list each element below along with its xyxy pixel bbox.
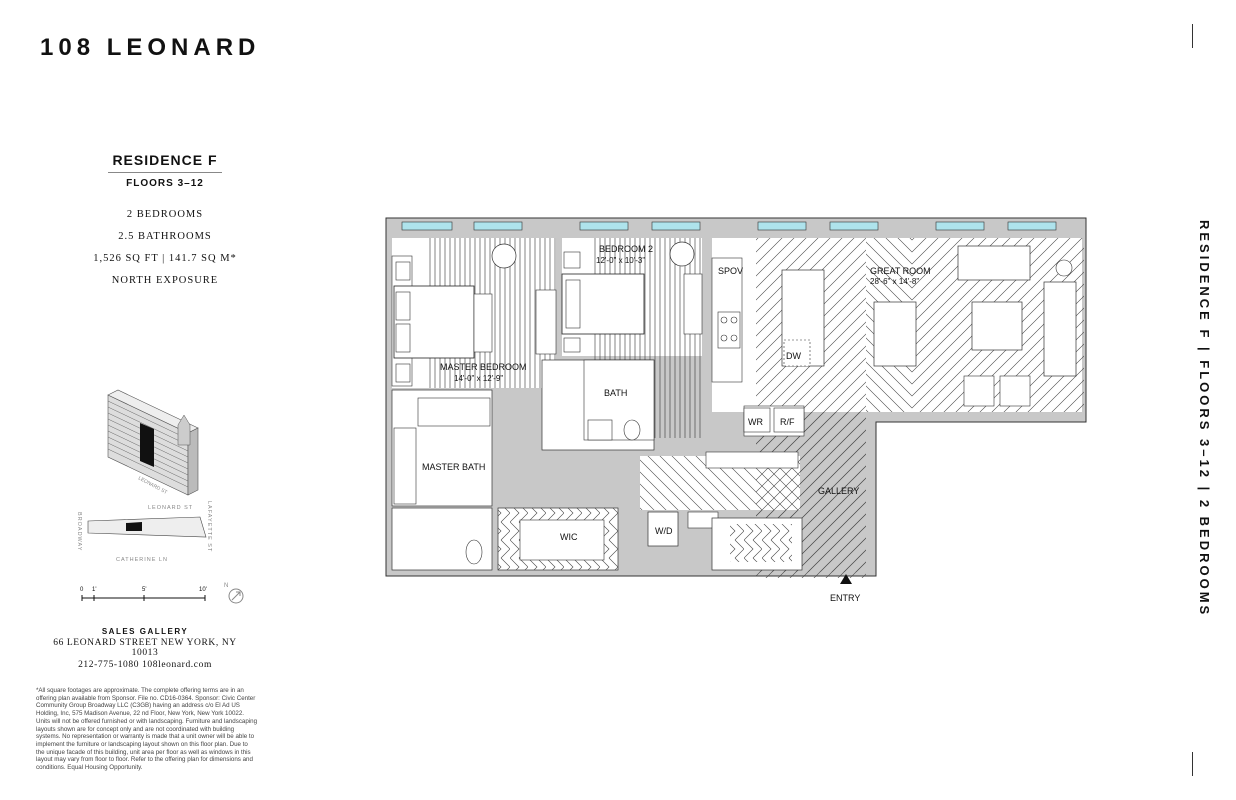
bedroom2-label: BEDROOM 2 xyxy=(599,244,653,254)
wr-box xyxy=(743,407,771,433)
dw-label: DW xyxy=(786,351,801,361)
windows xyxy=(401,221,1057,231)
rf-box xyxy=(773,407,805,433)
sofa2-icon xyxy=(1043,281,1077,377)
scale-label-10: 10' xyxy=(199,587,207,593)
bath-label: BATH xyxy=(604,388,627,398)
master-bedroom xyxy=(391,238,557,388)
side-title-text: RESIDENCE F | FLOORS 3–12 | 2 BEDROOMS xyxy=(1197,220,1212,618)
armchair-icon xyxy=(491,243,517,269)
wd-label: W/D xyxy=(655,526,673,536)
site-block xyxy=(87,516,207,538)
spov-label: SPOV xyxy=(718,266,743,276)
wic-label: WIC xyxy=(560,532,578,542)
bathrooms-count: 2.5 BATHROOMS xyxy=(118,231,212,242)
residence-floors: FLOORS 3–12 xyxy=(126,178,204,189)
coffee-table-icon xyxy=(971,301,1023,351)
great-room xyxy=(711,238,1084,578)
north-label: N xyxy=(224,583,228,589)
great-room-label: GREAT ROOM xyxy=(870,266,931,276)
sales-gallery: SALES GALLERY 66 LEONARD STREET NEW YORK… xyxy=(40,627,250,670)
armchair2-icon xyxy=(669,241,695,267)
scale-label-1: 1' xyxy=(92,587,96,593)
laundry xyxy=(647,511,803,571)
cooktop-icon xyxy=(717,311,741,349)
entry-label: ENTRY xyxy=(830,593,861,603)
gallery xyxy=(640,405,866,572)
master-bath-label: MASTER BATH xyxy=(422,462,485,472)
entry-arrow-icon xyxy=(840,574,852,584)
master-bedroom-label: MASTER BEDROOM xyxy=(440,362,527,372)
wic xyxy=(497,507,619,571)
street-top-label: LEONARD ST xyxy=(148,505,193,511)
dining-table-icon xyxy=(873,301,917,367)
area: 1,526 SQ FT | 141.7 SQ M* xyxy=(93,253,237,264)
brand-logo: 108 LEONARD xyxy=(40,34,261,61)
master-bedroom-dim: 14'-0" x 12'-9" xyxy=(454,374,503,383)
key-map: LEONARD ST LEONARD ST BROADWAY LAFAYETTE… xyxy=(76,389,244,604)
bath xyxy=(541,359,655,451)
scale-label-5: 5' xyxy=(142,587,146,593)
sales-heading: SALES GALLERY xyxy=(101,627,189,636)
divider-bottom xyxy=(1192,752,1193,776)
disclaimer: *All square footages are approximate. Th… xyxy=(36,687,258,772)
street-bottom-label: CATHERINE LN xyxy=(116,557,168,563)
wr-label: WR xyxy=(748,417,763,427)
great-room-dim: 28'-6" x 14'-8" xyxy=(870,277,919,286)
building-axonometric-icon xyxy=(107,389,199,496)
bedrooms-count: 2 BEDROOMS xyxy=(126,209,204,220)
street-right-label: LAFAYETTE ST xyxy=(206,501,212,552)
gallery-label: GALLERY xyxy=(818,486,859,496)
master-bath xyxy=(391,389,493,571)
sales-contact: 212-775-1080 108leonard.com xyxy=(78,660,212,670)
tub-icon xyxy=(417,397,491,427)
scale-label-0: 0 xyxy=(80,587,84,593)
residence-info: RESIDENCE F FLOORS 3–12 2 BEDROOMS 2.5 B… xyxy=(60,152,270,286)
title-rule xyxy=(108,172,222,173)
scale-bar: 0 1' 5' 10' xyxy=(80,587,207,601)
bedroom2-dim: 12'-0" x 10'-3" xyxy=(596,256,645,265)
residence-title: RESIDENCE F xyxy=(112,152,218,168)
side-title: RESIDENCE F | FLOORS 3–12 | 2 BEDROOMS xyxy=(1178,220,1218,617)
divider-top xyxy=(1192,24,1193,48)
sofa-icon xyxy=(957,245,1031,281)
exposure: NORTH EXPOSURE xyxy=(111,275,219,286)
floor-plan: MASTER BEDROOM 14'-0" x 12'-9" BEDROOM 2… xyxy=(385,217,1087,584)
sales-address: 66 LEONARD STREET NEW YORK, NY 10013 xyxy=(53,638,237,658)
site-marker xyxy=(126,522,142,531)
north-arrow-icon: N xyxy=(224,583,244,604)
street-left-label: BROADWAY xyxy=(76,512,82,551)
rf-label: R/F xyxy=(780,417,795,427)
